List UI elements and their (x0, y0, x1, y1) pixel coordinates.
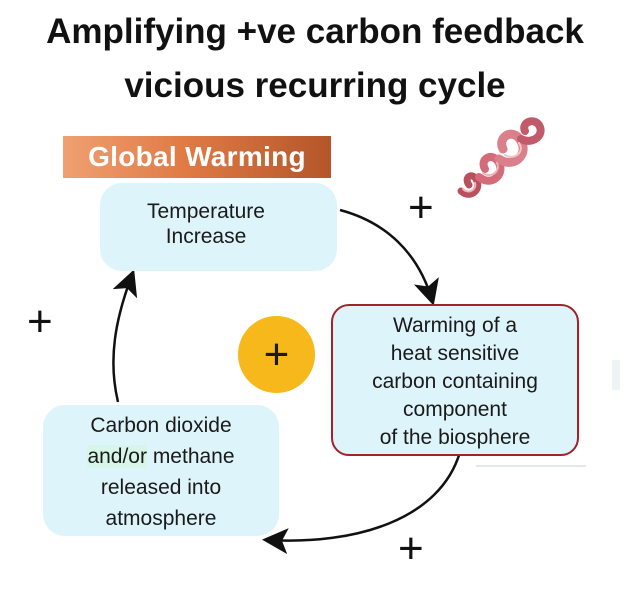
underline-fragment (476, 465, 586, 467)
warming-biosphere-node: Warming of a heat sensitive carbon conta… (331, 304, 579, 456)
warming-line-4: component (403, 398, 507, 421)
gas-release-node: Carbon dioxide and/or methane released i… (43, 405, 279, 536)
and-or-highlight: and/or (87, 445, 147, 468)
temperature-line-1: Temperature (147, 200, 265, 223)
plus-sign-left: + (27, 297, 53, 346)
temperature-line-2: Increase (165, 225, 247, 248)
release-line-1: Carbon dioxide (90, 414, 232, 437)
warming-line-2: heat sensitive (390, 342, 520, 365)
temperature-increase-node: Temperature Increase (100, 183, 337, 271)
warming-line-1: Warming of a (392, 314, 518, 337)
warming-line-5: of the biosphere (379, 426, 531, 449)
plus-sign-top-right: + (408, 183, 434, 232)
release-line-2: and/or methane (43, 441, 279, 472)
arrow-temp-to-warming (339, 208, 439, 306)
title-line-1: Amplifying +ve carbon feedback (46, 12, 584, 51)
release-line-2-rest: methane (146, 445, 235, 468)
coil-icon (457, 117, 545, 198)
global-warming-banner: Global Warming (63, 136, 331, 178)
arrow-warming-to-release (262, 451, 462, 555)
arrow-release-to-temp (112, 269, 138, 403)
release-line-4: atmosphere (105, 507, 217, 530)
title-line-2: vicious recurring cycle (124, 66, 506, 105)
warming-line-3: carbon containing (372, 370, 538, 393)
plus-sign-bottom-right: + (398, 524, 424, 573)
edge-fragment (612, 360, 620, 390)
release-line-3: released into (100, 476, 222, 499)
center-plus-circle: + (238, 316, 315, 393)
